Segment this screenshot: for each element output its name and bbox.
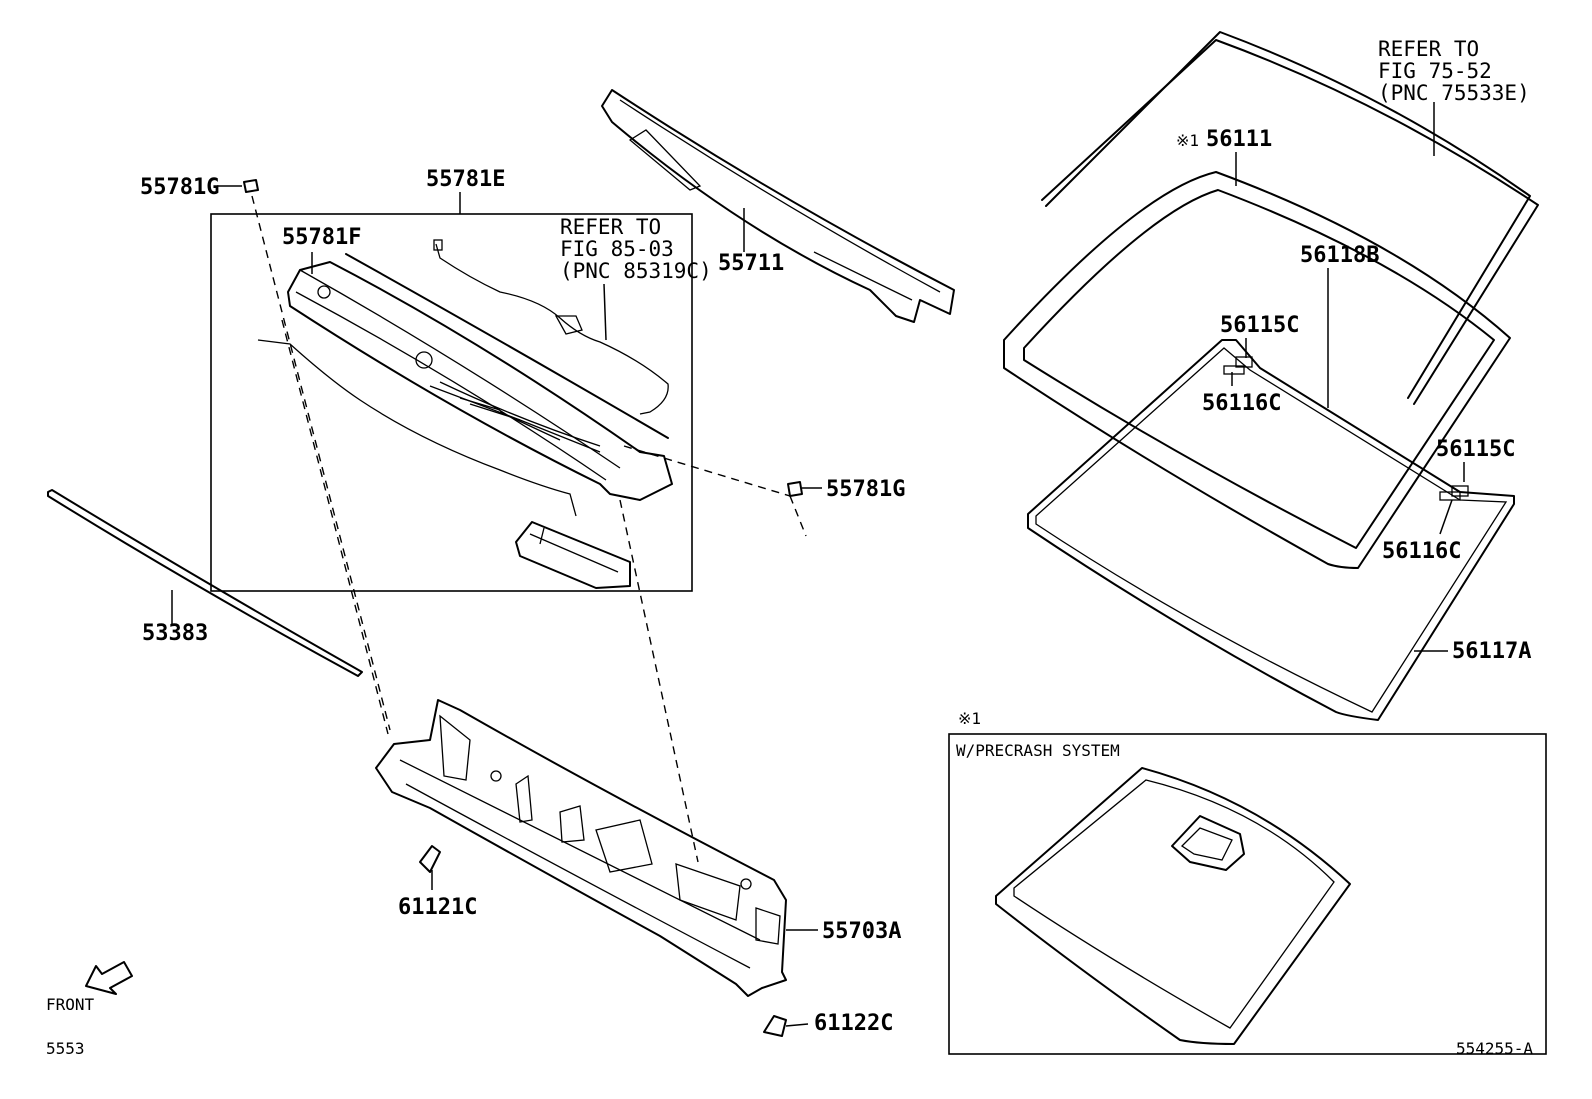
label-61121C: 61121C <box>398 895 477 920</box>
label-page-code: 5553 <box>46 1039 85 1058</box>
label-56111: 56111 <box>1206 127 1272 152</box>
cowl-seal-strip <box>345 253 669 439</box>
label-56115C-b: 56115C <box>1436 437 1515 462</box>
windshield-upper-moulding <box>1041 31 1539 405</box>
label-56115C-a: 56115C <box>1220 313 1299 338</box>
label-55781G-right: 55781G <box>826 477 905 502</box>
inset-windshield-precrash <box>995 767 1351 1045</box>
washer-hose <box>433 239 669 415</box>
label-56116C-a: 56116C <box>1202 391 1281 416</box>
cowl-lower-seal <box>257 339 577 517</box>
cowl-bracket <box>515 521 631 589</box>
label-53383: 53383 <box>142 621 208 646</box>
bracket-61122C <box>763 1015 809 1037</box>
label-55781F: 55781F <box>282 225 361 250</box>
label-refer-75-line1: REFER TO <box>1378 37 1479 61</box>
label-56111-mark: ※1 <box>1176 131 1199 150</box>
cowl-louver-55711 <box>601 89 955 323</box>
label-56118B: 56118B <box>1300 243 1379 268</box>
windshield-dam-and-seal <box>1027 339 1515 721</box>
leader-lines <box>171 102 1465 931</box>
label-refer-85-line3: (PNC 85319C) <box>560 259 712 283</box>
label-refer-85-line1: REFER TO <box>560 215 661 239</box>
bracket-61121C <box>419 845 441 890</box>
windshield-glass <box>1003 171 1511 569</box>
label-56116C-b: 56116C <box>1382 539 1461 564</box>
label-front: FRONT <box>46 995 95 1014</box>
assembly-box-55781E <box>210 213 693 592</box>
assembly-guide-lines <box>251 195 807 863</box>
label-55781E: 55781E <box>426 167 505 192</box>
label-inset-title: W/PRECRASH SYSTEM <box>956 741 1120 760</box>
cowl-panel-55703A <box>375 699 787 997</box>
label-61122C: 61122C <box>814 1011 893 1036</box>
cowl-panel-55781F <box>287 261 673 501</box>
label-55711: 55711 <box>718 251 784 276</box>
label-56117A: 56117A <box>1452 639 1531 664</box>
clip-55781G-right <box>787 481 822 497</box>
label-refer-75-line2: FIG 75-52 <box>1378 59 1492 83</box>
front-arrow-icon <box>85 961 133 995</box>
label-refer-75-line3: (PNC 75533E) <box>1378 81 1530 105</box>
clip-56115C-b <box>1439 485 1469 501</box>
label-refer-85-line2: FIG 85-03 <box>560 237 674 261</box>
label-inset-mark: ※1 <box>958 709 981 728</box>
clip-55781G-top <box>217 179 259 193</box>
inset-box-precrash <box>948 733 1547 1055</box>
label-figure-code: 554255-A <box>1456 1039 1533 1058</box>
label-55703A: 55703A <box>822 919 901 944</box>
clip-56115C-a <box>1223 356 1253 375</box>
hood-weatherstrip-53383 <box>47 489 363 677</box>
label-55781G-top: 55781G <box>140 175 219 200</box>
